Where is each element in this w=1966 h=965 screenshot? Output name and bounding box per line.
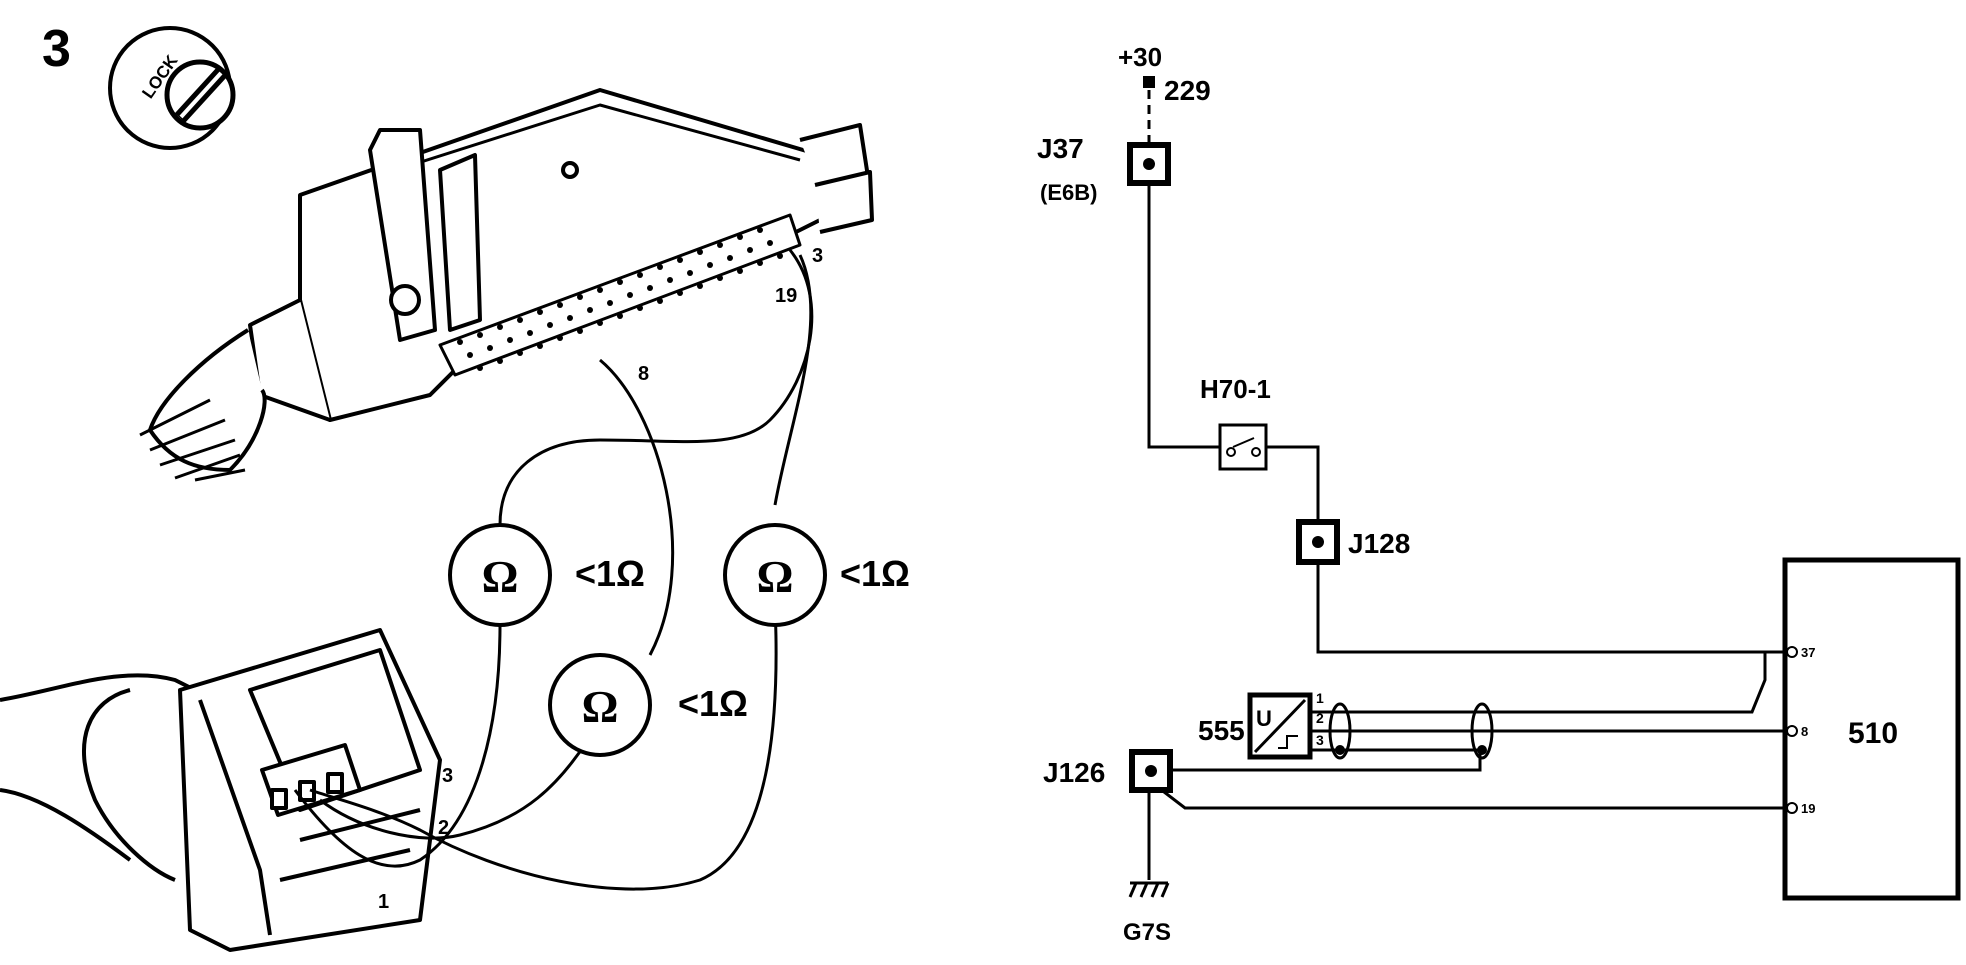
ecu-pin-19-terminal (1786, 802, 1798, 814)
ignition-lock-icon: LOCK (108, 26, 236, 150)
j37-pin-dot (1143, 158, 1155, 170)
fuse-label: H70-1 (1200, 374, 1271, 404)
sensor-pin-label-1: 1 (378, 891, 389, 913)
ohm-meter-3: Ω <1Ω (723, 523, 910, 627)
test-leads (293, 249, 814, 891)
ecu-pin-37: 37 (1801, 645, 1815, 660)
sensor-connector (0, 628, 442, 952)
ohm-meter-1: Ω <1Ω (448, 523, 645, 627)
step-number: 3 (42, 20, 71, 78)
sensor-symbol-u: U (1256, 706, 1272, 731)
sensor-pin-3: 3 (1316, 732, 1324, 748)
ecu-pin-19: 19 (1801, 801, 1815, 816)
supply-wire-label: 229 (1164, 75, 1211, 106)
ecu-pin-label-8: 8 (638, 363, 649, 385)
sensor-label: 555 (1198, 715, 1245, 746)
j126-pin-dot (1145, 765, 1157, 777)
ecu-pin-label-19: 19 (775, 285, 797, 307)
ecu-pin-label-3: 3 (812, 245, 823, 267)
sensor-pulse-icon (1278, 735, 1298, 749)
ecu-connector (148, 88, 874, 472)
j126-label: J126 (1043, 757, 1105, 788)
ecu-pin-37-terminal (1786, 646, 1798, 658)
sensor-pin-label-2: 2 (438, 817, 449, 839)
ohm-value-1: <1Ω (575, 553, 645, 594)
ecu-label: 510 (1848, 717, 1898, 750)
ecu-510-box (1782, 557, 1961, 901)
j128-pin-dot (1312, 536, 1324, 548)
sensor-pin-2: 2 (1316, 710, 1324, 726)
supply-label: +30 (1118, 42, 1162, 72)
supply-terminal (1143, 76, 1155, 88)
shield-ellipse-1 (1328, 702, 1352, 760)
ecu-wire-bundle (139, 398, 246, 482)
j37-label: J37 (1037, 133, 1084, 164)
ohm-value-3: <1Ω (840, 553, 910, 594)
ecu-pin-8: 8 (1801, 724, 1808, 739)
schematic-wires (1147, 183, 1795, 880)
j37-sub-label: (E6B) (1040, 180, 1097, 205)
ohm-symbol: Ω (582, 681, 619, 732)
sensor-pin-1: 1 (1316, 690, 1324, 706)
h70-1-fuse (1218, 423, 1268, 471)
sensor-pin-label-3: 3 (442, 765, 453, 787)
ground-label: G7S (1123, 919, 1171, 946)
ohm-symbol: Ω (757, 551, 794, 602)
shield-ellipse-2 (1470, 702, 1494, 760)
ecu-pin-grid (457, 227, 783, 371)
ecu-pin-8-terminal (1786, 725, 1798, 737)
ohm-value-2: <1Ω (678, 683, 748, 724)
ground-icon (1128, 881, 1170, 898)
ohm-symbol: Ω (482, 551, 519, 602)
ohm-meter-2: Ω <1Ω (548, 653, 748, 757)
j128-label: J128 (1348, 528, 1410, 559)
